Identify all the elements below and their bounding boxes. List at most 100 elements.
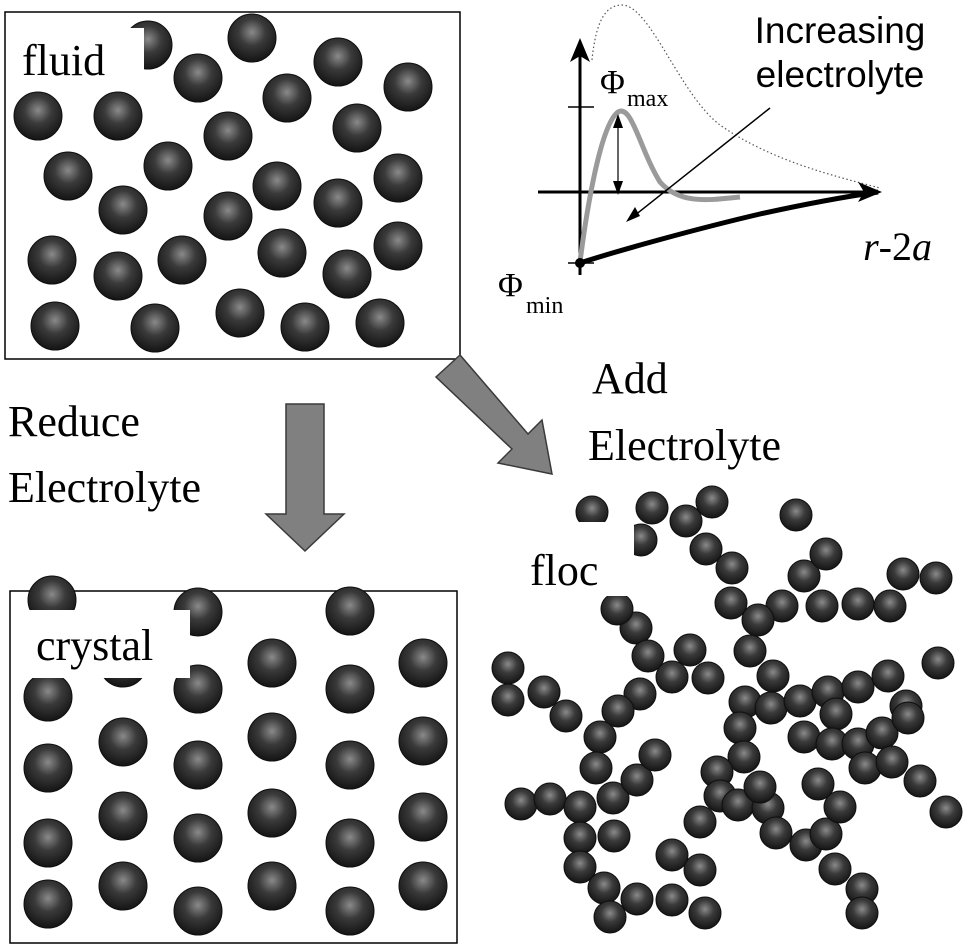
floc-particle [743, 770, 777, 804]
floc-particle [779, 498, 813, 532]
add-label-line1: Add [592, 354, 668, 403]
floc-particle [818, 852, 852, 886]
fluid-particle [93, 251, 143, 301]
crystal-particle [247, 788, 297, 838]
floc-particle [819, 697, 853, 731]
reduce-label-line1: Reduce [8, 397, 140, 446]
fluid-particle [383, 62, 433, 112]
x-axis-label-mid: -2 [879, 224, 912, 269]
phi-min-subscript: min [526, 293, 563, 319]
floc-particle [504, 787, 538, 821]
floc-particle [875, 745, 909, 779]
floc-particle [655, 838, 689, 872]
crystal-particle [398, 792, 448, 842]
floc-particle [689, 532, 723, 566]
floc-particle [929, 795, 963, 829]
floc-particle [673, 633, 707, 667]
floc-particle [723, 711, 757, 745]
crystal-particle [23, 879, 73, 929]
floc-particle [695, 485, 729, 519]
floc-particles [491, 485, 963, 934]
reduce-arrow-shape [264, 403, 346, 553]
fluid-particle [215, 288, 265, 338]
floc-particle [841, 587, 875, 621]
floc-particle [596, 781, 630, 815]
floc-particle [754, 691, 788, 725]
reduce-electrolyte-arrow: Reduce Electrolyte [8, 397, 346, 553]
crystal-particle [98, 717, 148, 767]
fluid-particle [157, 235, 207, 285]
fluid-particle [93, 91, 143, 141]
crystal-label-bg [20, 610, 190, 678]
add-electrolyte-arrow: Add Electrolyte [434, 353, 781, 475]
fluid-particle [227, 13, 277, 63]
crystal-particle [173, 740, 223, 790]
x-axis-label-r: r [863, 224, 879, 269]
floc-particle [593, 900, 627, 934]
floc-particle [563, 850, 597, 884]
crystal-particle [247, 712, 297, 762]
fluid-label: fluid [22, 36, 105, 85]
floc-particle [727, 740, 761, 774]
crystal-particle [23, 743, 73, 793]
floc-particle [631, 639, 665, 673]
floc-particle [921, 646, 955, 680]
floc-particle [841, 670, 875, 704]
crystal-particle [23, 672, 73, 722]
fluid-particle [313, 37, 363, 87]
crystal-particle [325, 586, 375, 636]
fluid-particle [313, 178, 363, 228]
floc-particle [635, 491, 669, 525]
crystal-particle [173, 886, 223, 936]
floc-particle [787, 559, 821, 593]
increasing-electrolyte-pointer [633, 107, 771, 217]
crystal-particle [247, 638, 297, 688]
floc-particle [733, 634, 767, 668]
add-arrow-shape [434, 353, 553, 475]
crystal-particle [247, 861, 297, 911]
floc-particle [587, 871, 621, 905]
floc-particle [845, 896, 879, 930]
fluid-particles [13, 13, 433, 353]
low-electrolyte-curve [577, 108, 741, 263]
fluid-particle [355, 298, 405, 348]
fluid-panel: fluid [4, 11, 461, 360]
fluid-particle [13, 91, 63, 141]
crystal-particle [23, 818, 73, 868]
fluid-particle [332, 103, 382, 153]
reduce-label-line2: Electrolyte [8, 463, 201, 512]
floc-particle [715, 551, 749, 585]
crystal-particle [98, 791, 148, 841]
fluid-particle [27, 235, 77, 285]
crystal-particle [325, 664, 375, 714]
floc-particle [805, 589, 839, 623]
crystal-particle [325, 740, 375, 790]
fluid-particle [280, 302, 330, 352]
crystal-particle [98, 861, 148, 911]
high-electrolyte-curve [579, 189, 879, 266]
floc-particle [783, 684, 817, 718]
fluid-particle [30, 301, 80, 351]
floc-particle [655, 883, 689, 917]
crystal-particle [325, 818, 375, 868]
floc-particle [655, 660, 689, 694]
floc-particle [823, 790, 857, 824]
floc-label: floc [530, 546, 598, 595]
fluid-particle [173, 53, 223, 103]
floc-particle [601, 694, 635, 728]
annotation-line1: Increasing [755, 10, 926, 51]
floc-particle [903, 764, 937, 798]
crystal-particle [398, 638, 448, 688]
floc-particle [873, 589, 907, 623]
floc-particle [741, 603, 775, 637]
phi-max-symbol: Φ [600, 64, 625, 101]
floc-particle [638, 738, 672, 772]
crystal-particles [23, 575, 448, 936]
fluid-particle [257, 228, 307, 278]
floc-particle [669, 504, 703, 538]
floc-particle [886, 557, 920, 591]
floc-particle [579, 751, 613, 785]
fluid-particle [203, 111, 253, 161]
crystal-particle [173, 813, 223, 863]
crystal-label: crystal [36, 621, 153, 670]
